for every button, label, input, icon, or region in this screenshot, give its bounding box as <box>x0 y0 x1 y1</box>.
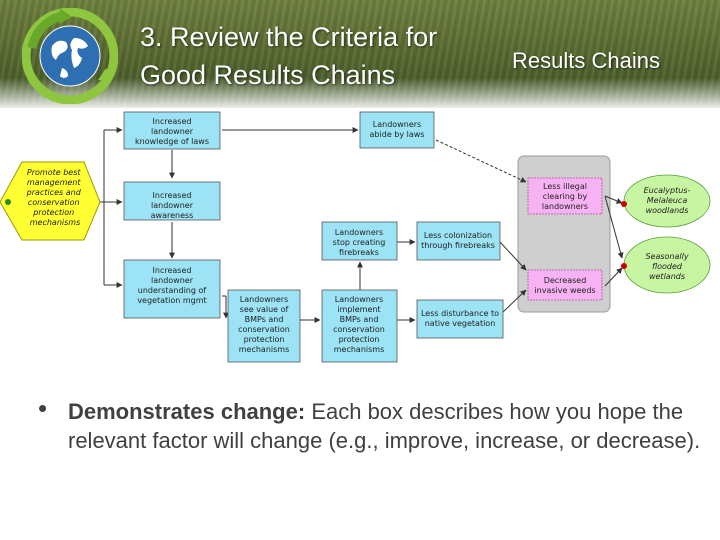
box-awareness <box>123 181 221 221</box>
bullet-text: Demonstrates change: Each box describes … <box>68 397 708 455</box>
slide-title-line-1: 3. Review the Criteria for <box>140 22 438 52</box>
box-less-colonization <box>416 221 501 261</box>
box-abide <box>359 111 435 149</box>
box-understanding <box>123 259 221 319</box>
bullet-body: Each box describes how you hope the rele… <box>68 399 701 453</box>
threat-marker-dot <box>621 201 627 207</box>
slide-title-overlay: Results Chains <box>512 48 660 73</box>
box-stop-firebreaks <box>321 221 398 261</box>
title-banner <box>0 0 720 108</box>
slide-title-line-2: Good Results Chains <box>140 60 396 90</box>
bullet-lead: Demonstrates change: <box>68 399 306 424</box>
banner-fade <box>0 78 720 108</box>
strategy-marker-dot <box>5 199 11 205</box>
box-implement <box>321 289 398 363</box>
strategy-label: Promote best management practices and co… <box>26 168 84 227</box>
results-chain-diagram: Promote best management practices and co… <box>0 111 711 363</box>
threat-weeds-box <box>527 269 603 301</box>
threat-clearing-box <box>527 177 603 215</box>
strategy-hexagon <box>0 161 101 241</box>
box-less-disturbance <box>416 299 504 339</box>
globe-recycle-logo-icon <box>22 8 118 104</box>
bullet-dot: • <box>38 393 48 423</box>
box-see-value <box>227 289 301 363</box>
threat-marker-dot <box>621 263 627 269</box>
box-knowledge <box>123 111 221 150</box>
connector-lines <box>10 127 624 323</box>
